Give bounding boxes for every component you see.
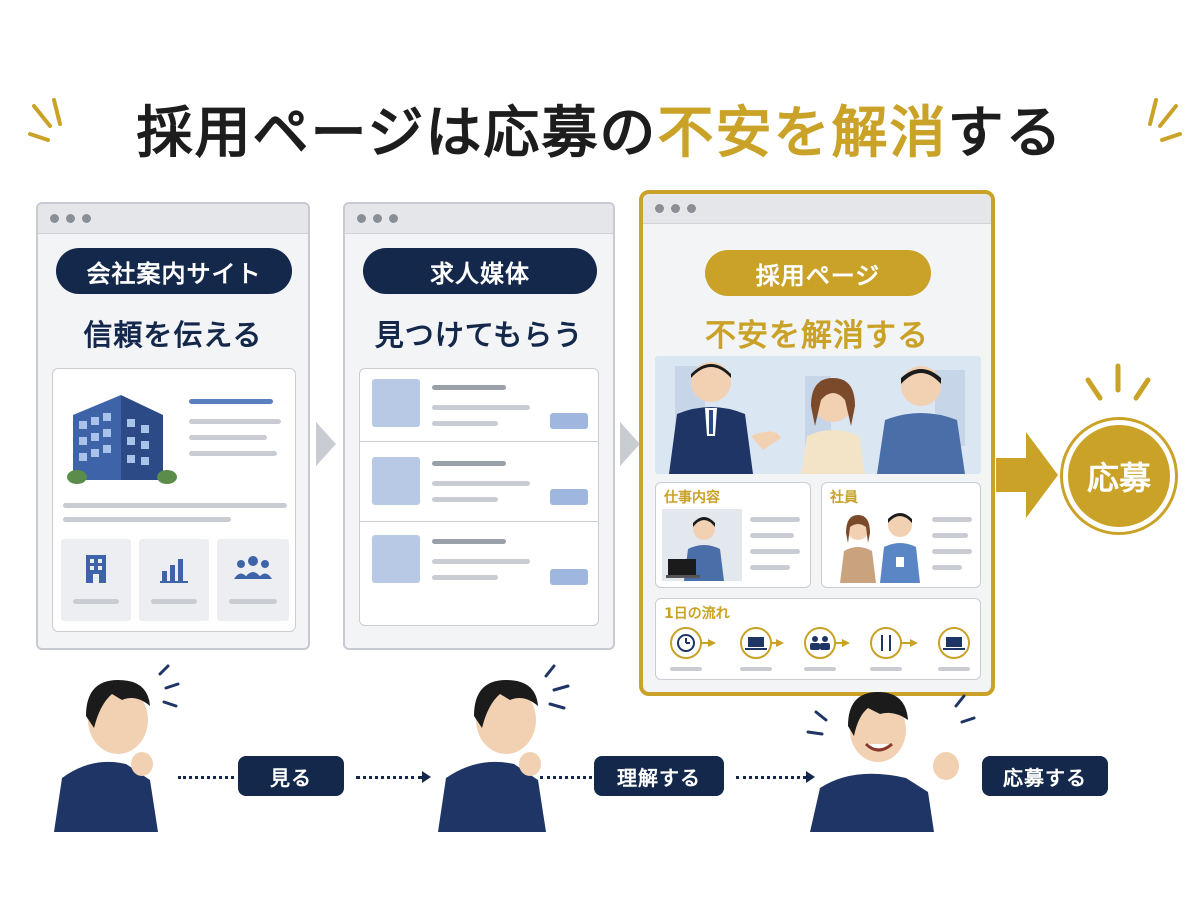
staff-photo-image bbox=[840, 513, 920, 583]
person-excited-image bbox=[806, 692, 976, 832]
company-site-window: 会社案内サイト 信頼を伝える bbox=[36, 202, 310, 650]
arrow-to-apply-icon bbox=[996, 432, 1058, 518]
company-site-subtitle: 信頼を伝える bbox=[83, 318, 263, 352]
job-media-subtitle: 見つけてもらう bbox=[374, 318, 584, 352]
step-connector bbox=[178, 776, 234, 779]
step-apply: 応募する bbox=[982, 756, 1108, 796]
staff-label: 社員 bbox=[830, 490, 858, 506]
day-flow-timeline bbox=[670, 627, 970, 671]
recruit-page-subtitle: 不安を解消する bbox=[705, 318, 929, 354]
burst-left-icon bbox=[28, 98, 62, 142]
office-building-icon bbox=[67, 395, 177, 484]
step-connector bbox=[736, 776, 806, 779]
worker-laptop-image bbox=[662, 509, 742, 581]
window-titlebar bbox=[345, 204, 613, 234]
job-listing-card bbox=[359, 368, 599, 626]
hero-team-image bbox=[655, 356, 981, 474]
step-look: 見る bbox=[238, 756, 344, 796]
window-titlebar bbox=[643, 194, 991, 224]
day-flow-label: 1日の流れ bbox=[664, 606, 730, 622]
bar-chart-icon bbox=[160, 559, 188, 583]
job-media-window: 求人媒体 見つけてもらう bbox=[343, 202, 615, 650]
arrow-right-icon bbox=[806, 771, 815, 783]
job-content-section: 仕事内容 bbox=[655, 482, 811, 588]
burst-right-icon bbox=[1148, 98, 1182, 142]
apply-burst-icon bbox=[1085, 363, 1151, 401]
apply-circle[interactable]: 応募 bbox=[1063, 420, 1175, 532]
day-flow-section: 1日の流れ bbox=[655, 598, 981, 680]
arrow-right-icon bbox=[620, 422, 640, 466]
staff-section: 社員 bbox=[821, 482, 981, 588]
title-part1: 採用ページは応募の bbox=[136, 101, 658, 166]
step-connector bbox=[540, 776, 592, 779]
step-connector bbox=[356, 776, 422, 779]
title-highlight: 不安を解消 bbox=[657, 101, 948, 166]
person-thinking-1-image bbox=[54, 664, 180, 832]
job-media-pill: 求人媒体 bbox=[363, 248, 597, 294]
job-content-label: 仕事内容 bbox=[664, 490, 720, 506]
arrow-right-icon bbox=[316, 422, 336, 466]
company-site-content bbox=[52, 368, 296, 632]
team-icon bbox=[234, 556, 272, 579]
title-part2: する bbox=[947, 101, 1064, 166]
recruit-page-window: 採用ページ 不安を解消する 仕事内容 社員 bbox=[639, 190, 995, 696]
recruit-page-pill: 採用ページ bbox=[705, 250, 931, 296]
company-site-pill: 会社案内サイト bbox=[56, 248, 292, 294]
arrow-right-icon bbox=[422, 771, 431, 783]
page-title: 採用ページは応募の不安を解消する bbox=[0, 88, 1200, 169]
team-tile bbox=[217, 539, 289, 621]
window-titlebar bbox=[38, 204, 308, 234]
step-understand: 理解する bbox=[594, 756, 724, 796]
person-thinking-2-image bbox=[438, 664, 570, 832]
building-icon bbox=[86, 555, 106, 583]
